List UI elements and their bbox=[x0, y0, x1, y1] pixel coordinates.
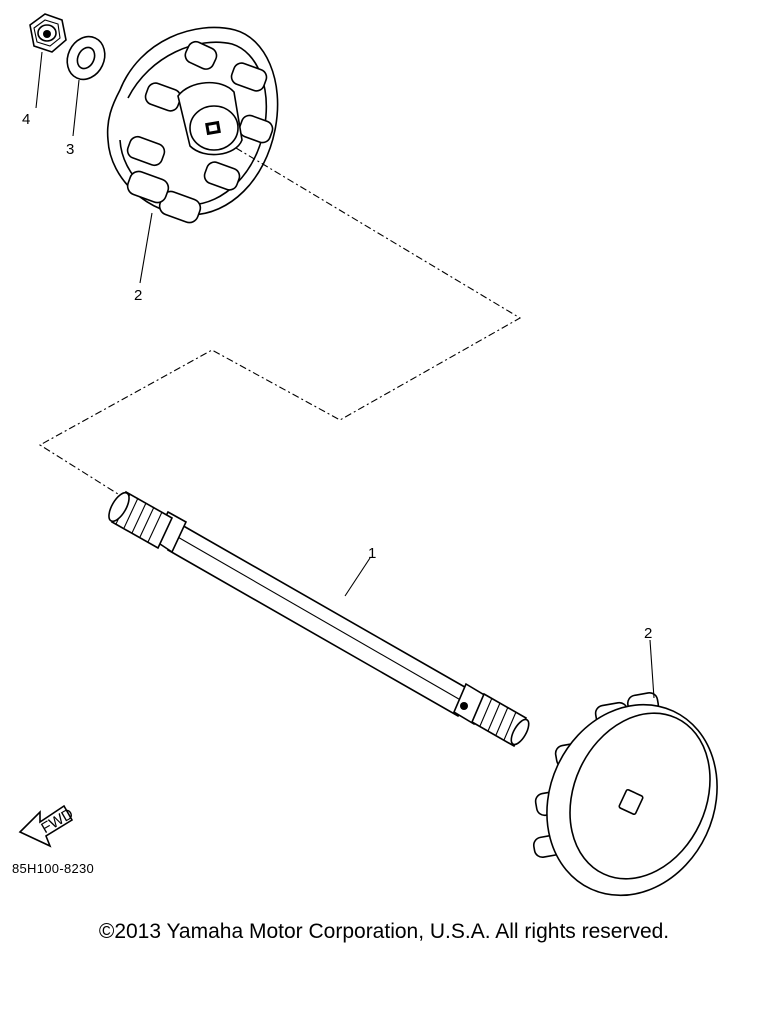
copyright-notice: ©2013 Yamaha Motor Corporation, U.S.A. A… bbox=[98, 920, 670, 943]
leader-line-nut bbox=[35, 51, 43, 109]
assembly-path-line bbox=[38, 147, 522, 495]
leader-line-coupling-lower bbox=[649, 639, 655, 699]
callout-coupling-upper: 2 bbox=[134, 287, 142, 304]
drive-shaft-part bbox=[108, 490, 530, 748]
leader-line-washer bbox=[72, 79, 80, 137]
callout-washer: 3 bbox=[66, 141, 74, 158]
callout-shaft: 1 bbox=[368, 545, 376, 562]
callout-nut: 4 bbox=[22, 111, 30, 128]
leader-line-shaft bbox=[344, 557, 371, 597]
hex-nut-part bbox=[29, 13, 67, 53]
leader-line-coupling-upper bbox=[139, 212, 153, 284]
coupling-upper-part bbox=[106, 26, 279, 224]
callout-coupling-lower: 2 bbox=[644, 625, 652, 642]
fwd-arrow-icon: FWD bbox=[18, 804, 77, 848]
washer-part bbox=[66, 35, 106, 81]
drawing-code: 85H100-8230 bbox=[12, 861, 95, 876]
coupling-lower-part bbox=[532, 692, 718, 897]
